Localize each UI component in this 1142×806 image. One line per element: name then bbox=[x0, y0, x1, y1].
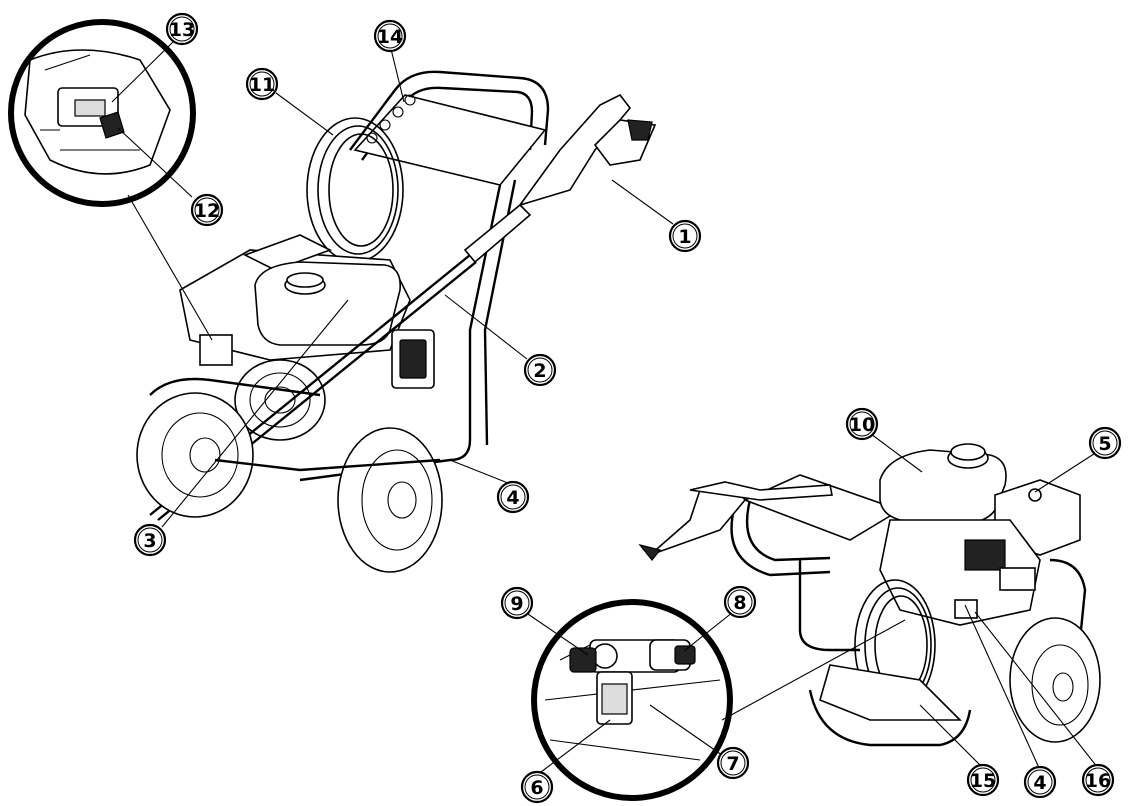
callout-circle bbox=[190, 193, 224, 227]
callout-label: 16 bbox=[1085, 770, 1111, 792]
callout-label: 15 bbox=[970, 770, 996, 792]
callout-label: 11 bbox=[249, 74, 275, 96]
callout-inner-ring bbox=[727, 589, 753, 615]
callout-circle bbox=[133, 523, 167, 557]
callout-inner-ring bbox=[504, 590, 530, 616]
callout-inner-ring bbox=[137, 527, 163, 553]
callout-circle bbox=[1023, 765, 1057, 799]
callout-circle bbox=[523, 353, 557, 387]
callout-label: 14 bbox=[377, 26, 403, 48]
callout-c15: 15 bbox=[966, 763, 1000, 797]
callout-label: 13 bbox=[169, 19, 195, 41]
callout-inner-ring bbox=[194, 197, 220, 223]
callout-label: 9 bbox=[510, 593, 523, 615]
callout-inner-ring bbox=[849, 411, 875, 437]
callout-circle bbox=[1088, 426, 1122, 460]
callout-inner-ring bbox=[249, 71, 275, 97]
callout-c7: 7 bbox=[716, 746, 750, 780]
callout-circle bbox=[373, 19, 407, 53]
callout-label: 10 bbox=[849, 414, 875, 436]
callout-c9: 9 bbox=[500, 586, 534, 620]
callout-c16: 16 bbox=[1081, 763, 1115, 797]
callout-c10: 10 bbox=[845, 407, 879, 441]
callout-inner-ring bbox=[377, 23, 403, 49]
callout-inner-ring bbox=[524, 774, 550, 800]
callout-circle bbox=[165, 12, 199, 46]
callout-circle bbox=[845, 407, 879, 441]
callout-circle bbox=[716, 746, 750, 780]
callout-circle bbox=[1081, 763, 1115, 797]
callout-label: 5 bbox=[1098, 433, 1111, 455]
callout-inner-ring bbox=[1092, 430, 1118, 456]
callout-label: 8 bbox=[733, 592, 746, 614]
callout-c12: 12 bbox=[190, 193, 224, 227]
callout-c14: 14 bbox=[373, 19, 407, 53]
callout-c13: 13 bbox=[165, 12, 199, 46]
callout-c2: 2 bbox=[523, 353, 557, 387]
callout-label: 4 bbox=[1033, 772, 1046, 794]
callout-label: 12 bbox=[194, 200, 220, 222]
callout-inner-ring bbox=[1027, 769, 1053, 795]
callout-label: 1 bbox=[678, 226, 691, 248]
callout-circle bbox=[520, 770, 554, 804]
callout-c4a: 4 bbox=[496, 480, 530, 514]
callout-inner-ring bbox=[500, 484, 526, 510]
callout-circle bbox=[496, 480, 530, 514]
callout-label: 3 bbox=[143, 530, 156, 552]
callout-label: 2 bbox=[533, 360, 546, 382]
callout-c5: 5 bbox=[1088, 426, 1122, 460]
callout-label: 4 bbox=[506, 487, 519, 509]
callout-c4b: 4 bbox=[1023, 765, 1057, 799]
callout-label: 6 bbox=[530, 777, 543, 799]
callout-label: 7 bbox=[726, 753, 739, 775]
front-view-unit bbox=[136, 70, 657, 573]
callout-inner-ring bbox=[970, 767, 996, 793]
callout-circle bbox=[723, 585, 757, 619]
callout-c8: 8 bbox=[723, 585, 757, 619]
callout-c1: 1 bbox=[668, 219, 702, 253]
callout-inner-ring bbox=[1085, 767, 1111, 793]
callout-c6: 6 bbox=[520, 770, 554, 804]
callout-c11: 11 bbox=[245, 67, 279, 101]
callout-circle bbox=[245, 67, 279, 101]
callout-inner-ring bbox=[169, 16, 195, 42]
callout-circle bbox=[500, 586, 534, 620]
callout-circle bbox=[966, 763, 1000, 797]
callout-circle bbox=[668, 219, 702, 253]
callout-inner-ring bbox=[672, 223, 698, 249]
leader-lines bbox=[111, 39, 1101, 776]
rear-view-unit bbox=[638, 443, 1101, 747]
callout-inner-ring bbox=[527, 357, 553, 383]
callout-inner-ring bbox=[720, 750, 746, 776]
callout-c3: 3 bbox=[133, 523, 167, 557]
